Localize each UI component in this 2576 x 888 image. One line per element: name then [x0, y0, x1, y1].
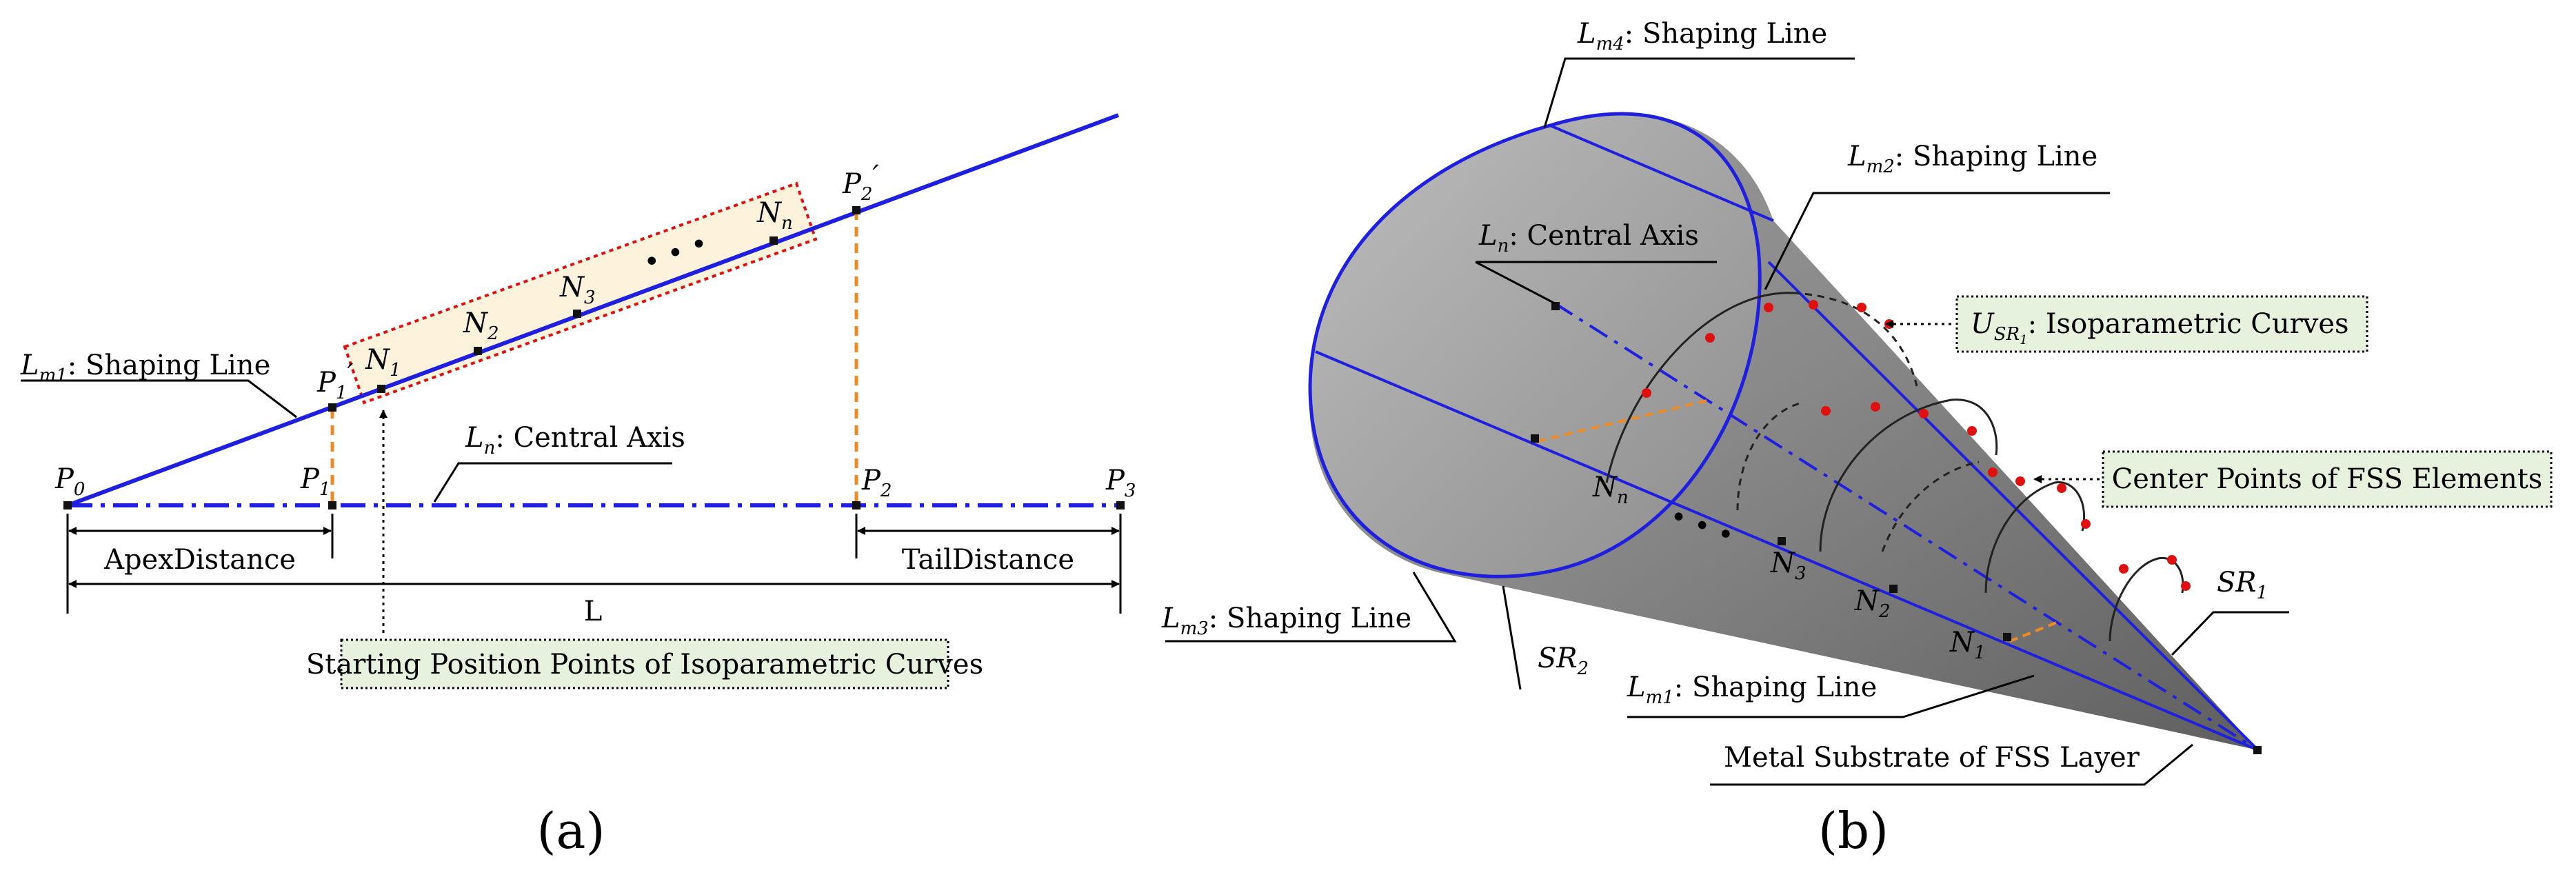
label-p1: P1 [300, 463, 330, 500]
label-n2-b: N2 [1854, 585, 1891, 622]
shaping-line-lm2-b [1767, 261, 2260, 751]
note-text-center: Center Points of FSS Elements [2112, 463, 2543, 495]
nodes-highlight-box [343, 181, 818, 405]
leader-shaping-line [21, 379, 297, 418]
label-lm1-b: Lm1: Shaping Line [1627, 672, 1877, 708]
label-nn: Nn [756, 197, 793, 234]
panel-b: Lm4: Shaping Line Lm2: Shaping Line Ln: … [1161, 18, 2553, 860]
caption-b: (b) [1818, 802, 1889, 860]
shaping-line-lm4-b [1549, 124, 1774, 222]
point-p1-prime [328, 403, 336, 412]
label-central-axis: Ln: Central Axis [465, 422, 685, 458]
axis-point-b [1551, 302, 1560, 310]
shaping-line-lm1-b [1315, 350, 2259, 751]
label-shaping-line: Lm1: Shaping Line [20, 350, 270, 386]
radial-lines [1537, 398, 2062, 643]
label-sr2: SR2 [1538, 643, 1589, 679]
label-tail-distance: TailDistance [902, 544, 1074, 576]
point-p0 [63, 501, 72, 509]
point-p2-prime [852, 206, 861, 214]
label-p2-prime: P2′ [842, 160, 879, 205]
leader-lm3 [1165, 572, 1457, 643]
node-n3 [573, 310, 581, 318]
label-nn-b: Nn [1592, 472, 1629, 508]
point-p3 [1116, 501, 1125, 509]
label-lm3: Lm3: Shaping Line [1161, 603, 1411, 639]
note-text-iso: USR1: Isoparametric Curves [1971, 308, 2349, 347]
point-p2 [852, 501, 861, 509]
label-n1: N1 [365, 344, 401, 381]
label-p2: P2 [861, 465, 892, 501]
label-total-length: L [584, 596, 603, 627]
node-n2-b [1889, 585, 1898, 593]
label-n3-b: N3 [1770, 547, 1807, 584]
leader-sr2 [1502, 585, 1522, 690]
panel-a: Lm1: Shaping Line Ln: Central Axis P0 P1… [20, 113, 1136, 860]
label-metal: Metal Substrate of FSS Layer [1724, 742, 2140, 774]
shaping-line-lm1 [66, 113, 1120, 507]
note-box-a [340, 638, 949, 689]
label-lm2: Lm2: Shaping Line [1847, 141, 2097, 177]
central-axis-ln-b [1553, 302, 2260, 751]
label-apex-distance: ApexDistance [103, 544, 296, 576]
node-nn-b [1531, 434, 1539, 443]
label-sr1: SR1 [2217, 567, 2268, 603]
leader-lm2 [1764, 192, 2110, 290]
note-text-a: Starting Position Points of Isoparametri… [306, 649, 983, 680]
label-n2: N2 [463, 307, 499, 344]
leader-lm1-b [1627, 674, 2035, 718]
leader-central-axis [433, 462, 672, 503]
label-lm4: Lm4: Shaping Line [1577, 18, 1827, 54]
apex-point-b [2253, 746, 2262, 754]
leader-metal [1710, 743, 2193, 786]
node-nn [769, 236, 778, 245]
node-n1 [377, 385, 385, 393]
point-p1 [328, 501, 336, 509]
label-p0: P0 [54, 463, 85, 500]
leader-sr1 [2171, 611, 2289, 656]
label-p1-prime: P1′ [316, 359, 354, 403]
node-n1-b [2003, 633, 2011, 641]
label-n1-b: N1 [1949, 627, 1986, 663]
node-n3-b [1778, 537, 1786, 545]
caption-a: (a) [536, 802, 605, 860]
isoparametric-curves [1605, 292, 2184, 642]
leader-lm4 [1543, 57, 1855, 128]
cone-base [1308, 112, 1762, 578]
note-box-center [2102, 450, 2553, 508]
note-box-iso [1955, 295, 2368, 353]
node-n2 [474, 347, 482, 355]
label-n3: N3 [559, 272, 596, 308]
leader-ln [1475, 261, 1556, 305]
label-p3: P3 [1105, 465, 1136, 501]
label-ln-b: Ln: Central Axis [1478, 220, 1699, 256]
